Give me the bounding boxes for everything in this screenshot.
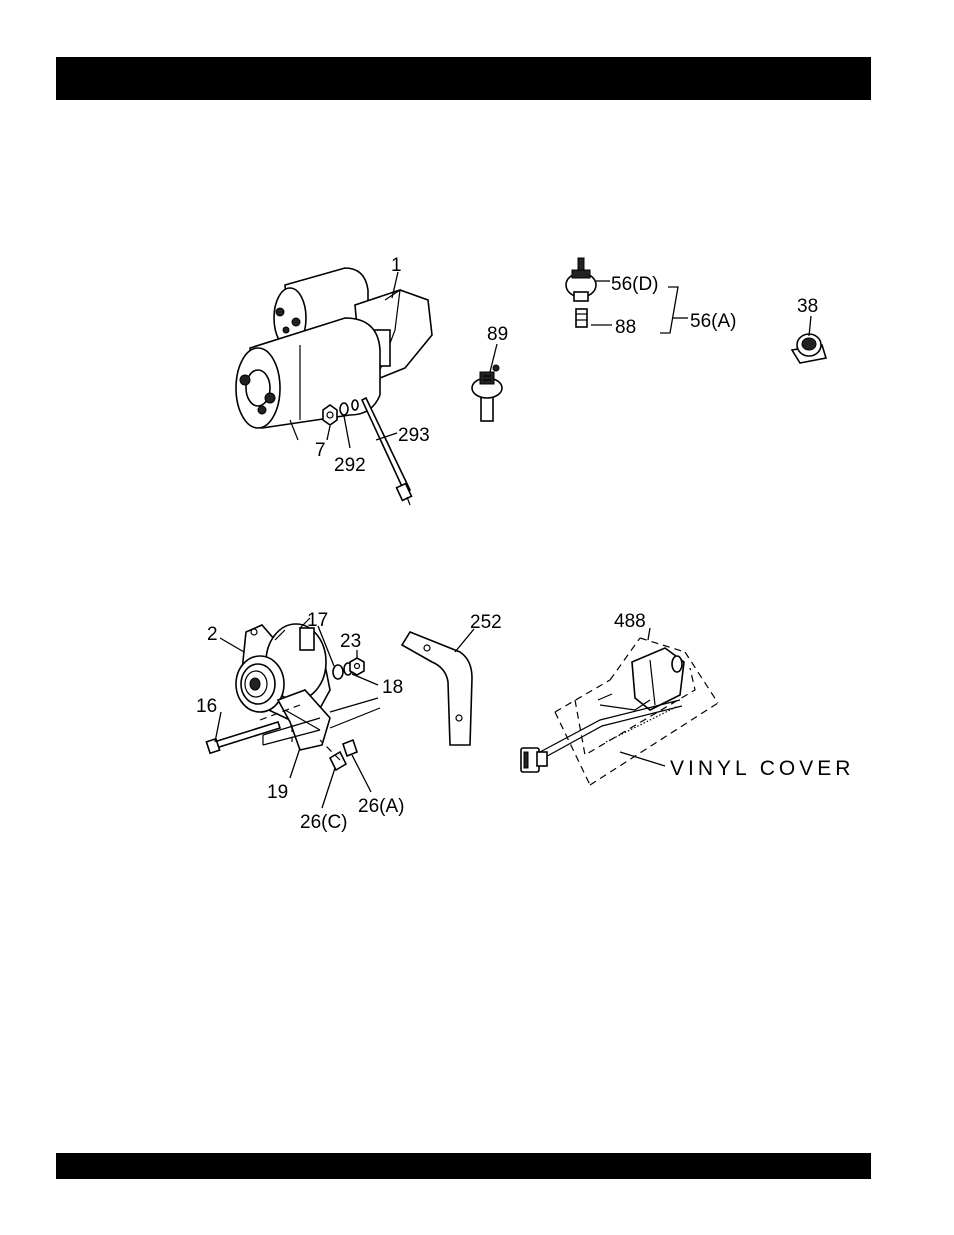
callout-vinyl-cover: VINYL COVER [670,757,854,780]
sensor-38-part [792,334,826,363]
callout-26a: 26(A) [358,796,404,817]
nut-23-part [350,658,364,675]
callout-488: 488 [614,611,646,632]
callout-17: 17 [307,610,328,631]
callout-19: 19 [267,782,288,803]
callout-18: 18 [382,677,403,698]
callout-2: 2 [207,624,218,645]
callout-7: 7 [315,440,326,461]
switch-89-part [472,365,502,421]
callout-252: 252 [470,612,502,633]
callout-23: 23 [340,631,361,652]
callout-1: 1 [391,255,402,276]
callout-38: 38 [797,296,818,317]
bolt-26a-part [343,740,357,756]
callout-88: 88 [615,317,636,338]
adapter-88-part [576,309,587,327]
callout-26c: 26(C) [300,812,348,833]
battery-cable-293 [362,398,411,505]
callout-56a: 56(A) [690,311,736,332]
callout-16: 16 [196,696,217,717]
callout-89: 89 [487,324,508,345]
bolt-26c-part [320,740,346,770]
callout-293: 293 [398,425,430,446]
nut-7-part [323,405,337,425]
switch-56d-part [566,258,596,301]
washer-17-part [333,665,343,679]
callout-56d: 56(D) [611,274,659,295]
callout-292: 292 [334,455,366,476]
bracket-252-part [402,632,472,745]
